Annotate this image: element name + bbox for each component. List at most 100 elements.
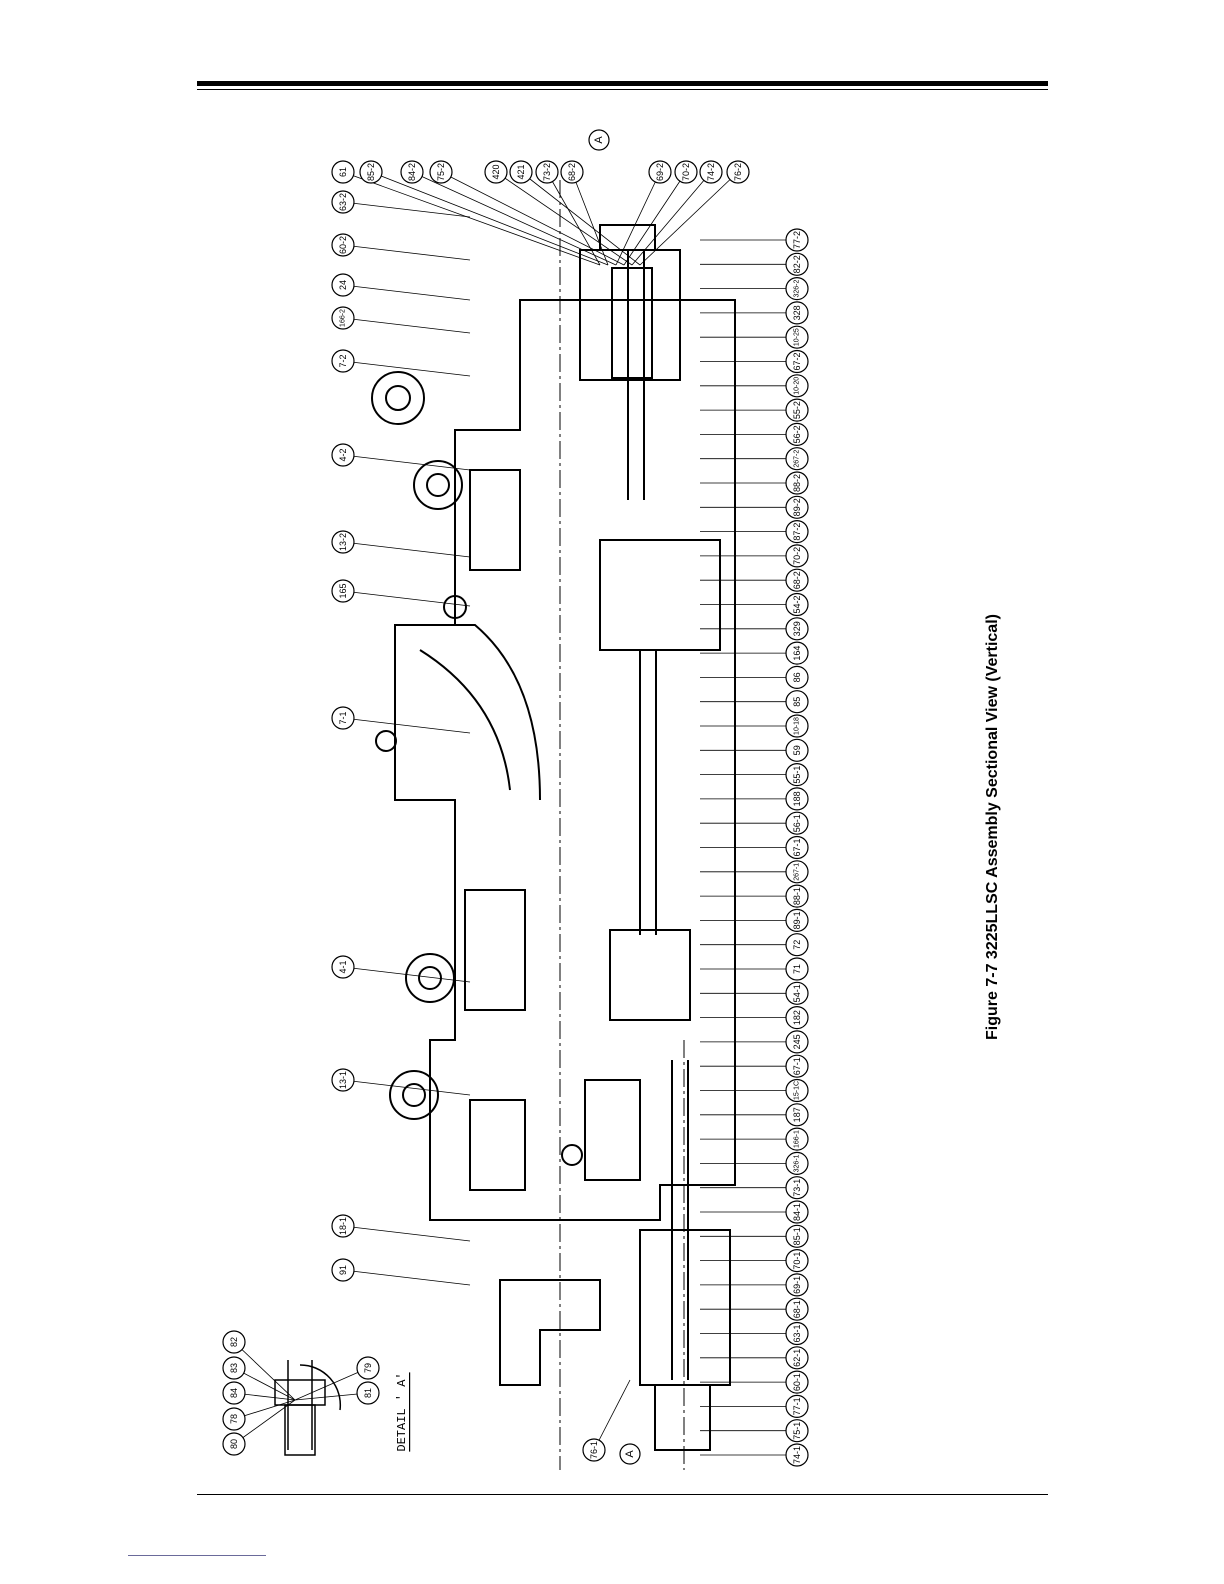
callout-bubble: 84-2 <box>400 160 424 184</box>
callout-leader <box>593 1379 631 1451</box>
callout-bubble: 10-18 <box>785 714 809 738</box>
callout-number: 4-2 <box>338 448 348 461</box>
callout-leader <box>495 171 633 266</box>
callout-bubble: 77-2 <box>785 228 809 252</box>
callout-bubble: 54-2 <box>785 592 809 617</box>
callout-bubble: 267-2 <box>785 447 809 471</box>
callout-bubble: 267-1 <box>785 860 809 884</box>
callout-bubble: 56-1 <box>785 811 809 835</box>
callout-number: 71 <box>792 964 802 974</box>
callout-bubble: 166-2 <box>331 306 355 330</box>
callout-number: 56-1 <box>792 814 802 832</box>
footnote-rule <box>128 1555 266 1556</box>
callout-number: 13-1 <box>338 1071 348 1089</box>
callout-bubble: 164 <box>785 641 809 665</box>
callout-number: 55-1 <box>792 766 802 784</box>
callout-number: 267-1 <box>794 863 801 881</box>
callout-number: 164 <box>792 646 802 661</box>
callout-bubble: 80 <box>222 1432 246 1456</box>
callout-number: 70-2 <box>681 163 691 181</box>
callout-number: 89-2 <box>792 498 802 516</box>
callout-number: 54-2 <box>792 595 802 613</box>
callout-bubble: 55-1 <box>785 762 809 787</box>
callout-bubble: 420 <box>484 160 508 184</box>
callout-leader <box>440 171 625 266</box>
callout-number: 68-1 <box>792 1300 802 1318</box>
callout-number: 84-1 <box>792 1203 802 1221</box>
callout-bubble: 56-2 <box>785 422 809 446</box>
callout-number: 72 <box>792 940 802 950</box>
callout-leader <box>233 1399 296 1445</box>
callout-bubble: 67-2 <box>785 349 809 374</box>
callout-bubble: 82 <box>222 1330 246 1354</box>
callout-number: 10-18 <box>794 717 801 735</box>
callout-bubble: 88-2 <box>785 471 809 495</box>
callout-number: 61 <box>338 167 348 177</box>
callout-bubble: 84 <box>222 1381 246 1405</box>
callout-bubble: 188 <box>785 787 809 811</box>
callout-bubble: 55-2 <box>785 398 809 422</box>
callout-bubble: 71 <box>785 957 809 981</box>
callout-number: 87-2 <box>792 523 802 541</box>
callout-leader <box>342 717 471 734</box>
callout-leader <box>342 360 471 377</box>
callout-bubble: 70-2 <box>674 160 698 184</box>
callout-number: 420 <box>491 164 501 179</box>
callout-number: 67-1 <box>792 838 802 856</box>
callout-number: 63-1 <box>792 1324 802 1342</box>
callout-bubble: 68-2 <box>785 568 809 592</box>
callout-bubble: 15-1C <box>785 1078 809 1103</box>
callout-number: 86 <box>792 672 802 682</box>
callout-leader <box>571 171 609 266</box>
callout-number: 75-1 <box>792 1422 802 1440</box>
callout-bubble: 245 <box>785 1030 809 1054</box>
callout-leader <box>639 171 739 266</box>
callout-number: 62-1 <box>792 1349 802 1367</box>
callout-leader <box>370 171 609 266</box>
callout-leader <box>342 541 471 558</box>
callout-leader <box>342 966 471 983</box>
callout-bubble: 328 <box>785 301 809 325</box>
callout-number: 60-1 <box>792 1373 802 1391</box>
callout-number: 68-2 <box>792 571 802 589</box>
callout-number: 69-2 <box>655 163 665 181</box>
callout-number: 77-1 <box>792 1397 802 1415</box>
callout-bubble: 165 <box>331 579 355 603</box>
callout-bubble: 77-1 <box>785 1394 809 1419</box>
callout-number: 85 <box>792 697 802 707</box>
callout-bubble: 75-2 <box>429 160 453 184</box>
callout-bubble: 182 <box>785 1005 809 1030</box>
callout-bubble: 4-2 <box>331 443 355 467</box>
callout-bubble: 69-2 <box>648 160 672 184</box>
callout-number: 166-2 <box>340 309 347 327</box>
callout-number: 84-2 <box>407 163 417 181</box>
callout-bubble: 187 <box>785 1103 809 1127</box>
callout-bubble: 85 <box>785 690 809 714</box>
header-rule-thin <box>197 89 1048 90</box>
pump-body-outline <box>371 224 736 1451</box>
callout-bubble: 76-2 <box>726 160 750 184</box>
callout-bubble: 86 <box>785 665 809 690</box>
callout-number: 18-1 <box>338 1217 348 1235</box>
callout-bubble: 326-2 <box>785 277 809 301</box>
callout-number: 245 <box>792 1034 802 1049</box>
callout-number: 10-25 <box>794 328 801 346</box>
callout-number: 89-1 <box>792 911 802 929</box>
callout-number: 69-1 <box>792 1276 802 1294</box>
callout-number: 60-2 <box>338 236 348 254</box>
callout-bubble: 88-1 <box>785 884 809 908</box>
callout-number: 55-2 <box>792 401 802 419</box>
callout-number: 188 <box>792 791 802 806</box>
section-mark-bottom: A <box>619 1443 641 1465</box>
callout-number: 67-1 <box>792 1057 802 1075</box>
callout-leader <box>233 1341 296 1401</box>
callout-bubble: 73-1 <box>785 1176 809 1200</box>
callout-bubble: 81 <box>356 1381 380 1405</box>
callout-bubble: 59 <box>785 738 809 762</box>
callout-bubble: 10-20 <box>785 374 809 398</box>
callout-number: 187 <box>792 1107 802 1122</box>
figure-caption: Figure 7-7 3225LLSC Assembly Sectional V… <box>984 614 1001 1040</box>
callout-number: 326-2 <box>794 280 801 298</box>
callout-bubble: 78 <box>222 1407 246 1431</box>
